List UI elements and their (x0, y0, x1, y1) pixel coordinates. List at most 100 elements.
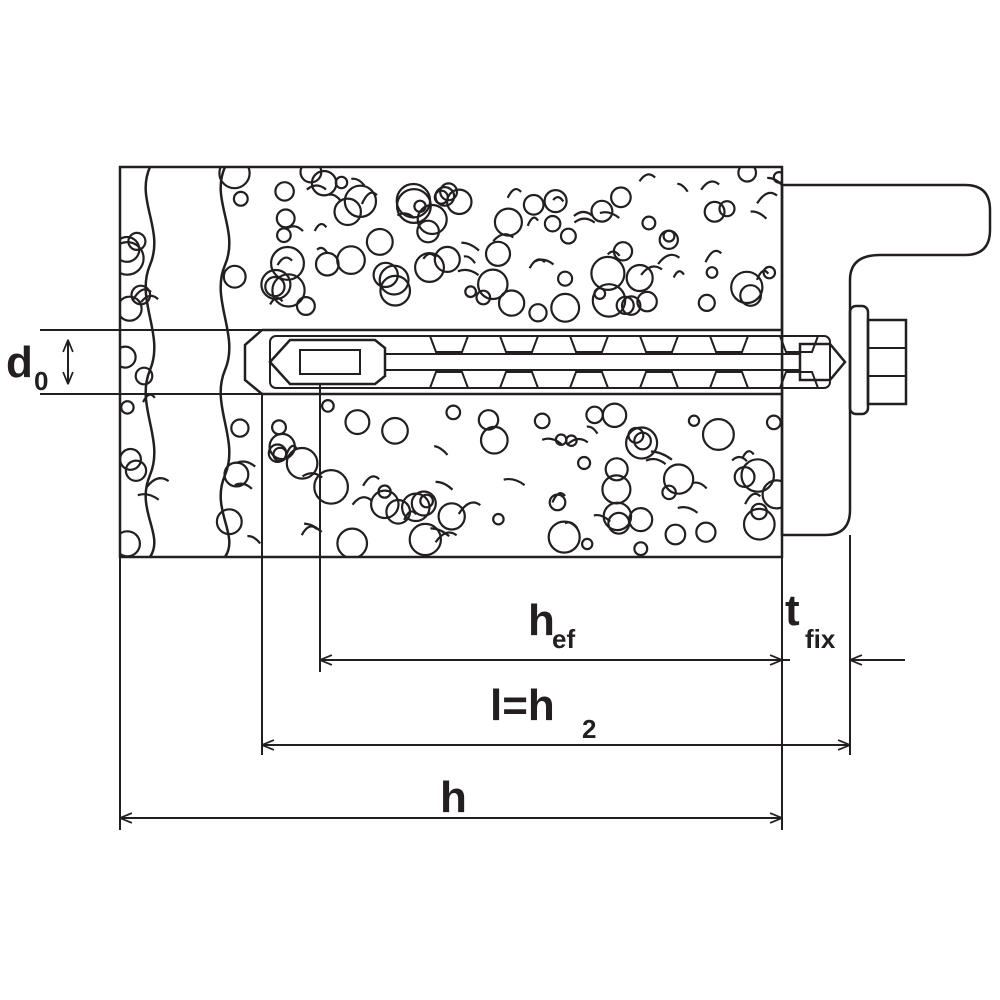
aggregate-pebble (365, 227, 394, 256)
aggregate-pebble (295, 296, 316, 317)
aggregate-pebble (697, 293, 716, 312)
aggregate-fiber (677, 506, 699, 514)
aggregate-pebble (641, 215, 657, 231)
aggregate-fiber (586, 425, 599, 435)
aggregate-fiber (606, 250, 621, 257)
aggregate-pebble (275, 208, 296, 229)
aggregate-pebble (658, 229, 680, 250)
dimension-l-h2: l=h 2 (262, 681, 850, 745)
aggregate-pebble (419, 493, 435, 509)
aggregate-pebble (522, 193, 545, 216)
aggregate-fiber (316, 246, 329, 254)
aggregate-pebble (593, 287, 607, 301)
aggregate-fiber (430, 527, 450, 538)
aggregate-pebble (410, 490, 437, 517)
aggregate-fiber (146, 477, 170, 488)
aggregate-pebble (633, 541, 649, 557)
aggregate-fiber (593, 514, 611, 523)
aggregate-pebble (270, 245, 306, 281)
aggregate-pebble (274, 181, 295, 202)
aggregate-pebble (604, 457, 629, 482)
aggregate-fiber (638, 173, 656, 182)
aggregate-pebble (765, 414, 782, 431)
aggregate-fiber (506, 187, 522, 199)
aggregate-fiber (457, 268, 480, 276)
aggregate-pebble (124, 459, 148, 482)
aggregate-pebble (476, 268, 509, 301)
aggregate-fiber (313, 222, 328, 232)
aggregate-pebble (285, 446, 319, 480)
aggregate-pebble (120, 447, 142, 471)
aggregate-fiber (247, 535, 262, 545)
aggregate-pebble (334, 175, 349, 190)
aggregate-fiber (503, 477, 526, 486)
aggregate-fiber (672, 270, 685, 278)
aggregate-pebble (313, 469, 350, 505)
aggregate-fiber (461, 241, 480, 252)
aggregate-fiber (457, 501, 481, 515)
aggregate-fiber (573, 210, 594, 217)
aggregate-pebble (433, 189, 449, 205)
aggregate-pebble (336, 245, 366, 276)
aggregate-fiber (306, 184, 327, 191)
aggregate-pebble (615, 295, 635, 315)
aggregate-pebble (590, 255, 626, 291)
extension-lines (119, 384, 851, 830)
aggregate-fiber (744, 492, 762, 505)
aggregate-fiber (434, 445, 449, 456)
aggregate-fiber (286, 225, 304, 232)
aggregate-pebble (445, 404, 462, 421)
aggregate-pebble (591, 283, 627, 318)
aggregate-pebble (761, 479, 782, 510)
sleeve-rib (639, 335, 679, 353)
aggregate-pebble (705, 266, 719, 279)
aggregate-pebble (223, 461, 250, 488)
aggregate-pebble (271, 419, 288, 436)
aggregate-pebble (762, 265, 777, 280)
aggregate-pebble (408, 522, 442, 557)
aggregate-pebble (381, 416, 409, 445)
aggregate-pebble (215, 508, 243, 536)
aggregate-pebble (559, 227, 577, 245)
aggregate-pebble (620, 295, 642, 316)
aggregate-fiber (731, 455, 748, 462)
aggregate-fiber (564, 521, 579, 529)
aggregate-fiber (360, 191, 378, 205)
sleeve-rib (429, 335, 469, 353)
aggregate-pebble (742, 507, 776, 541)
anchor-washer (848, 304, 870, 416)
break-line-right (219, 166, 231, 558)
aggregate-pebble (416, 203, 448, 236)
aggregate-fiber (677, 182, 689, 193)
aggregate-pebble (548, 493, 567, 512)
aggregate-pebble (528, 303, 548, 323)
aggregate-pebble (271, 273, 306, 308)
aggregate-fiber (234, 482, 253, 490)
aggregate-pebble (218, 167, 251, 190)
aggregate-pebble (718, 200, 736, 218)
aggregate-fiber (435, 480, 454, 491)
aggregate-pebble (581, 537, 594, 551)
aggregate-fiber (756, 191, 778, 204)
aggregate-pebble (533, 412, 551, 430)
aggregate-pebble (369, 489, 400, 520)
aggregate-pebble (585, 405, 604, 425)
aggregate-pebble (120, 345, 137, 369)
anchor-bolt (268, 304, 908, 416)
aggregate-fiber (276, 256, 293, 266)
sleeve-rib (429, 371, 469, 389)
label-l-h2-sub: 2 (582, 714, 596, 744)
aggregate-fiber (755, 269, 770, 281)
dimension-d0: d 0 (6, 329, 262, 396)
aggregate-pebble (433, 245, 461, 273)
aggregate-pebble (550, 292, 581, 323)
aggregate-pebble (445, 188, 473, 216)
label-d0: d (6, 338, 33, 387)
aggregate-fiber (362, 475, 380, 487)
sleeve-rib (709, 335, 749, 353)
drill-hole (243, 328, 782, 396)
aggregate-fiber (396, 212, 416, 219)
aggregate-pebble (687, 414, 701, 427)
aggregate-fiber (463, 255, 477, 264)
